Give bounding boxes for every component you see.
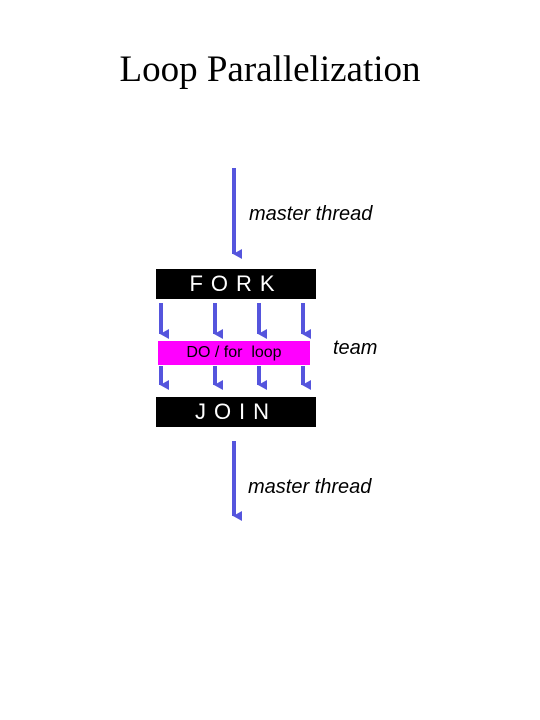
join-label: JOIN (194, 399, 278, 424)
loop-label: DO / for loop (186, 344, 282, 361)
fork-bar: FORK (156, 269, 316, 299)
master-thread-label-bottom: master thread (248, 476, 372, 498)
fork-label: FORK (189, 271, 283, 296)
loop-box: DO / for loop (158, 340, 310, 366)
master-thread-label-top: master thread (249, 203, 373, 225)
slide-title: Loop Parallelization (119, 49, 421, 90)
team-label: team (333, 337, 378, 359)
join-bar: JOIN (156, 397, 316, 427)
